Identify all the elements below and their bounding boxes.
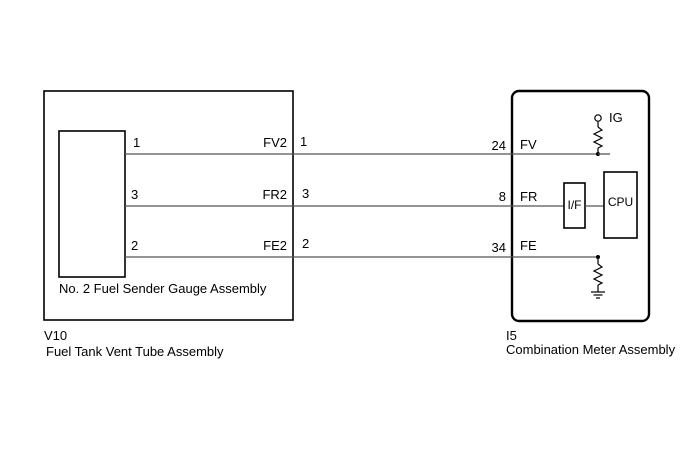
terminal-fe2: FE2 xyxy=(263,238,287,253)
meter-terminal-fe: FE xyxy=(520,238,537,253)
conn-pin-fr: 3 xyxy=(302,186,309,201)
conn-pin-fv: 1 xyxy=(300,134,307,149)
inner-component-name: No. 2 Fuel Sender Gauge Assembly xyxy=(59,281,267,296)
right-component-name: Combination Meter Assembly xyxy=(506,342,676,357)
fuel-sender-gauge-box xyxy=(58,130,126,278)
interface-label: I/F xyxy=(568,198,582,212)
right-component-code: I5 xyxy=(506,328,517,343)
cpu-block xyxy=(603,171,638,239)
left-component-code: V10 xyxy=(44,328,67,343)
ground-resistor-icon xyxy=(592,257,604,292)
meter-pin-fr: 8 xyxy=(499,189,506,204)
ig-pullup-resistor-icon xyxy=(592,114,604,154)
ground-icon xyxy=(591,291,605,299)
inner-pin-fr: 3 xyxy=(131,187,138,202)
terminal-fr2: FR2 xyxy=(262,187,287,202)
inner-pin-fe: 2 xyxy=(131,238,138,253)
meter-pin-fe: 34 xyxy=(492,240,506,255)
inner-pin-fv: 1 xyxy=(133,135,140,150)
left-component-name: Fuel Tank Vent Tube Assembly xyxy=(46,344,224,359)
ig-label: IG xyxy=(609,110,623,125)
meter-terminal-fv: FV xyxy=(520,137,537,152)
meter-terminal-fr: FR xyxy=(520,189,537,204)
cpu-label: CPU xyxy=(608,195,633,209)
conn-pin-fe: 2 xyxy=(302,236,309,251)
terminal-fv2: FV2 xyxy=(263,135,287,150)
meter-pin-fv: 24 xyxy=(492,138,506,153)
